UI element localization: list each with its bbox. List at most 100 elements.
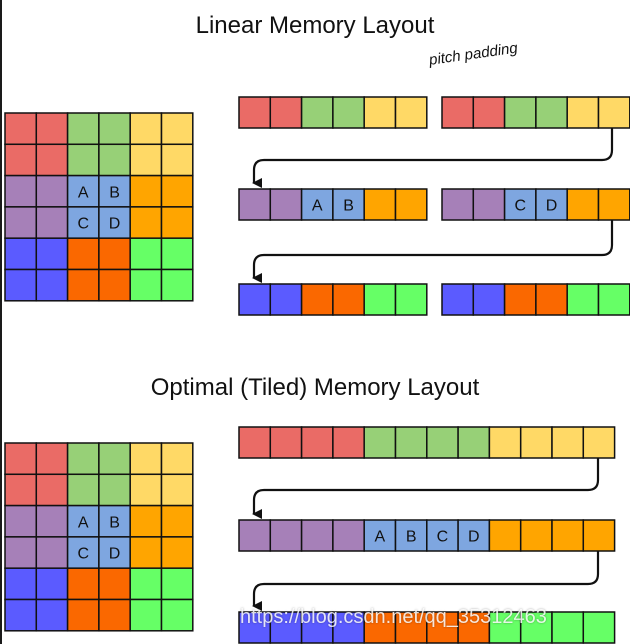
grid-cell [129,536,163,569]
strip-cell [597,283,630,316]
strip-cell [551,519,585,552]
grid-cell: A [66,174,100,208]
grid-cell [4,536,38,569]
grid-cell [66,237,100,271]
strip-cell [332,611,365,644]
strip-cell: A [363,519,397,552]
grid-cell [35,174,69,208]
strip-cell [488,519,522,552]
grid-cell [129,237,163,271]
strip-cell [488,426,522,459]
grid-cell [66,268,100,302]
grid-cell [35,268,69,302]
strip-cell: B [332,188,365,221]
grid-cell [160,174,194,208]
grid-cell [98,567,131,601]
strip-cell [457,426,491,459]
grid-cell [129,442,163,476]
strip-cell [238,519,272,552]
grid-cell [160,598,194,632]
grid-cell [98,237,131,271]
grid-cell [98,442,131,476]
strip-cell: C [503,188,537,221]
strip-cell [363,611,397,644]
grid-cell: C [66,206,100,239]
linear-strip-right [441,283,630,316]
grid-cell [4,143,38,177]
strip-cell [332,283,365,316]
grid-cell [129,112,163,146]
strip-cell [300,519,334,552]
grid-cell [66,112,100,146]
grid-cell [98,268,131,302]
strip-cell [566,188,600,221]
cell-label-b: B [109,514,120,531]
grid-cell [4,206,38,239]
grid-cell [4,237,38,271]
grid-cell [129,504,163,538]
grid-cell [4,598,38,632]
grid-cell [160,473,194,507]
grid-cell [35,112,69,146]
grid-cell [66,473,100,507]
grid-cell [35,442,69,476]
cell-label-c: C [77,216,89,233]
tiled-layout-title: Optimal (Tiled) Memory Layout [150,374,480,401]
strip-cell [363,426,397,459]
grid-cell: B [98,504,131,538]
grid-cell [160,536,194,569]
linear-strip-left [238,96,428,129]
grid-cell [129,598,163,632]
grid-cell [4,504,38,538]
strip-cell [519,426,553,459]
grid-cell [35,206,69,239]
strip-cell [503,283,537,316]
grid-cell [66,598,100,632]
linear-strip-left [238,283,428,316]
cell-label-d: D [109,216,121,233]
grid-cell [66,567,100,601]
grid-cell [160,268,194,302]
strip-cell [441,96,475,129]
cell-label-d: D [109,546,121,563]
strip-cell [503,96,537,129]
grid-cell: A [66,504,100,538]
strip-cell [269,426,303,459]
strip-cell [472,188,506,221]
strip-cell: D [535,188,568,221]
grid-cell [160,143,194,177]
cell-label-c: C [437,529,449,546]
strip-cell [363,96,397,129]
wrap-arrow [252,551,600,611]
strip-cell [582,519,616,552]
arrows-layer [252,128,614,611]
linear-strip-right [441,96,630,129]
grid-cell [160,206,194,239]
strip-cell [519,519,553,552]
grid-cell: C [66,536,100,569]
strip-cell [394,426,428,459]
strip-cell [597,96,630,129]
wrap-arrow [252,220,614,283]
strip-cell [363,283,397,316]
strip-cell [238,426,272,459]
linear-layout-title: Linear Memory Layout [195,12,435,39]
strip-cell: C [426,519,459,552]
grid-cell [35,143,69,177]
grid-cell [129,174,163,208]
grid-cell [4,268,38,302]
strip-cell [582,426,616,459]
strip-cell [300,96,334,129]
grid-cell: D [98,536,131,569]
strip-cell [363,188,397,221]
grid-cell [66,143,100,177]
strip-cell [535,96,568,129]
strip-cell [394,283,428,316]
grid-cell [4,473,38,507]
grid-cell [129,206,163,239]
